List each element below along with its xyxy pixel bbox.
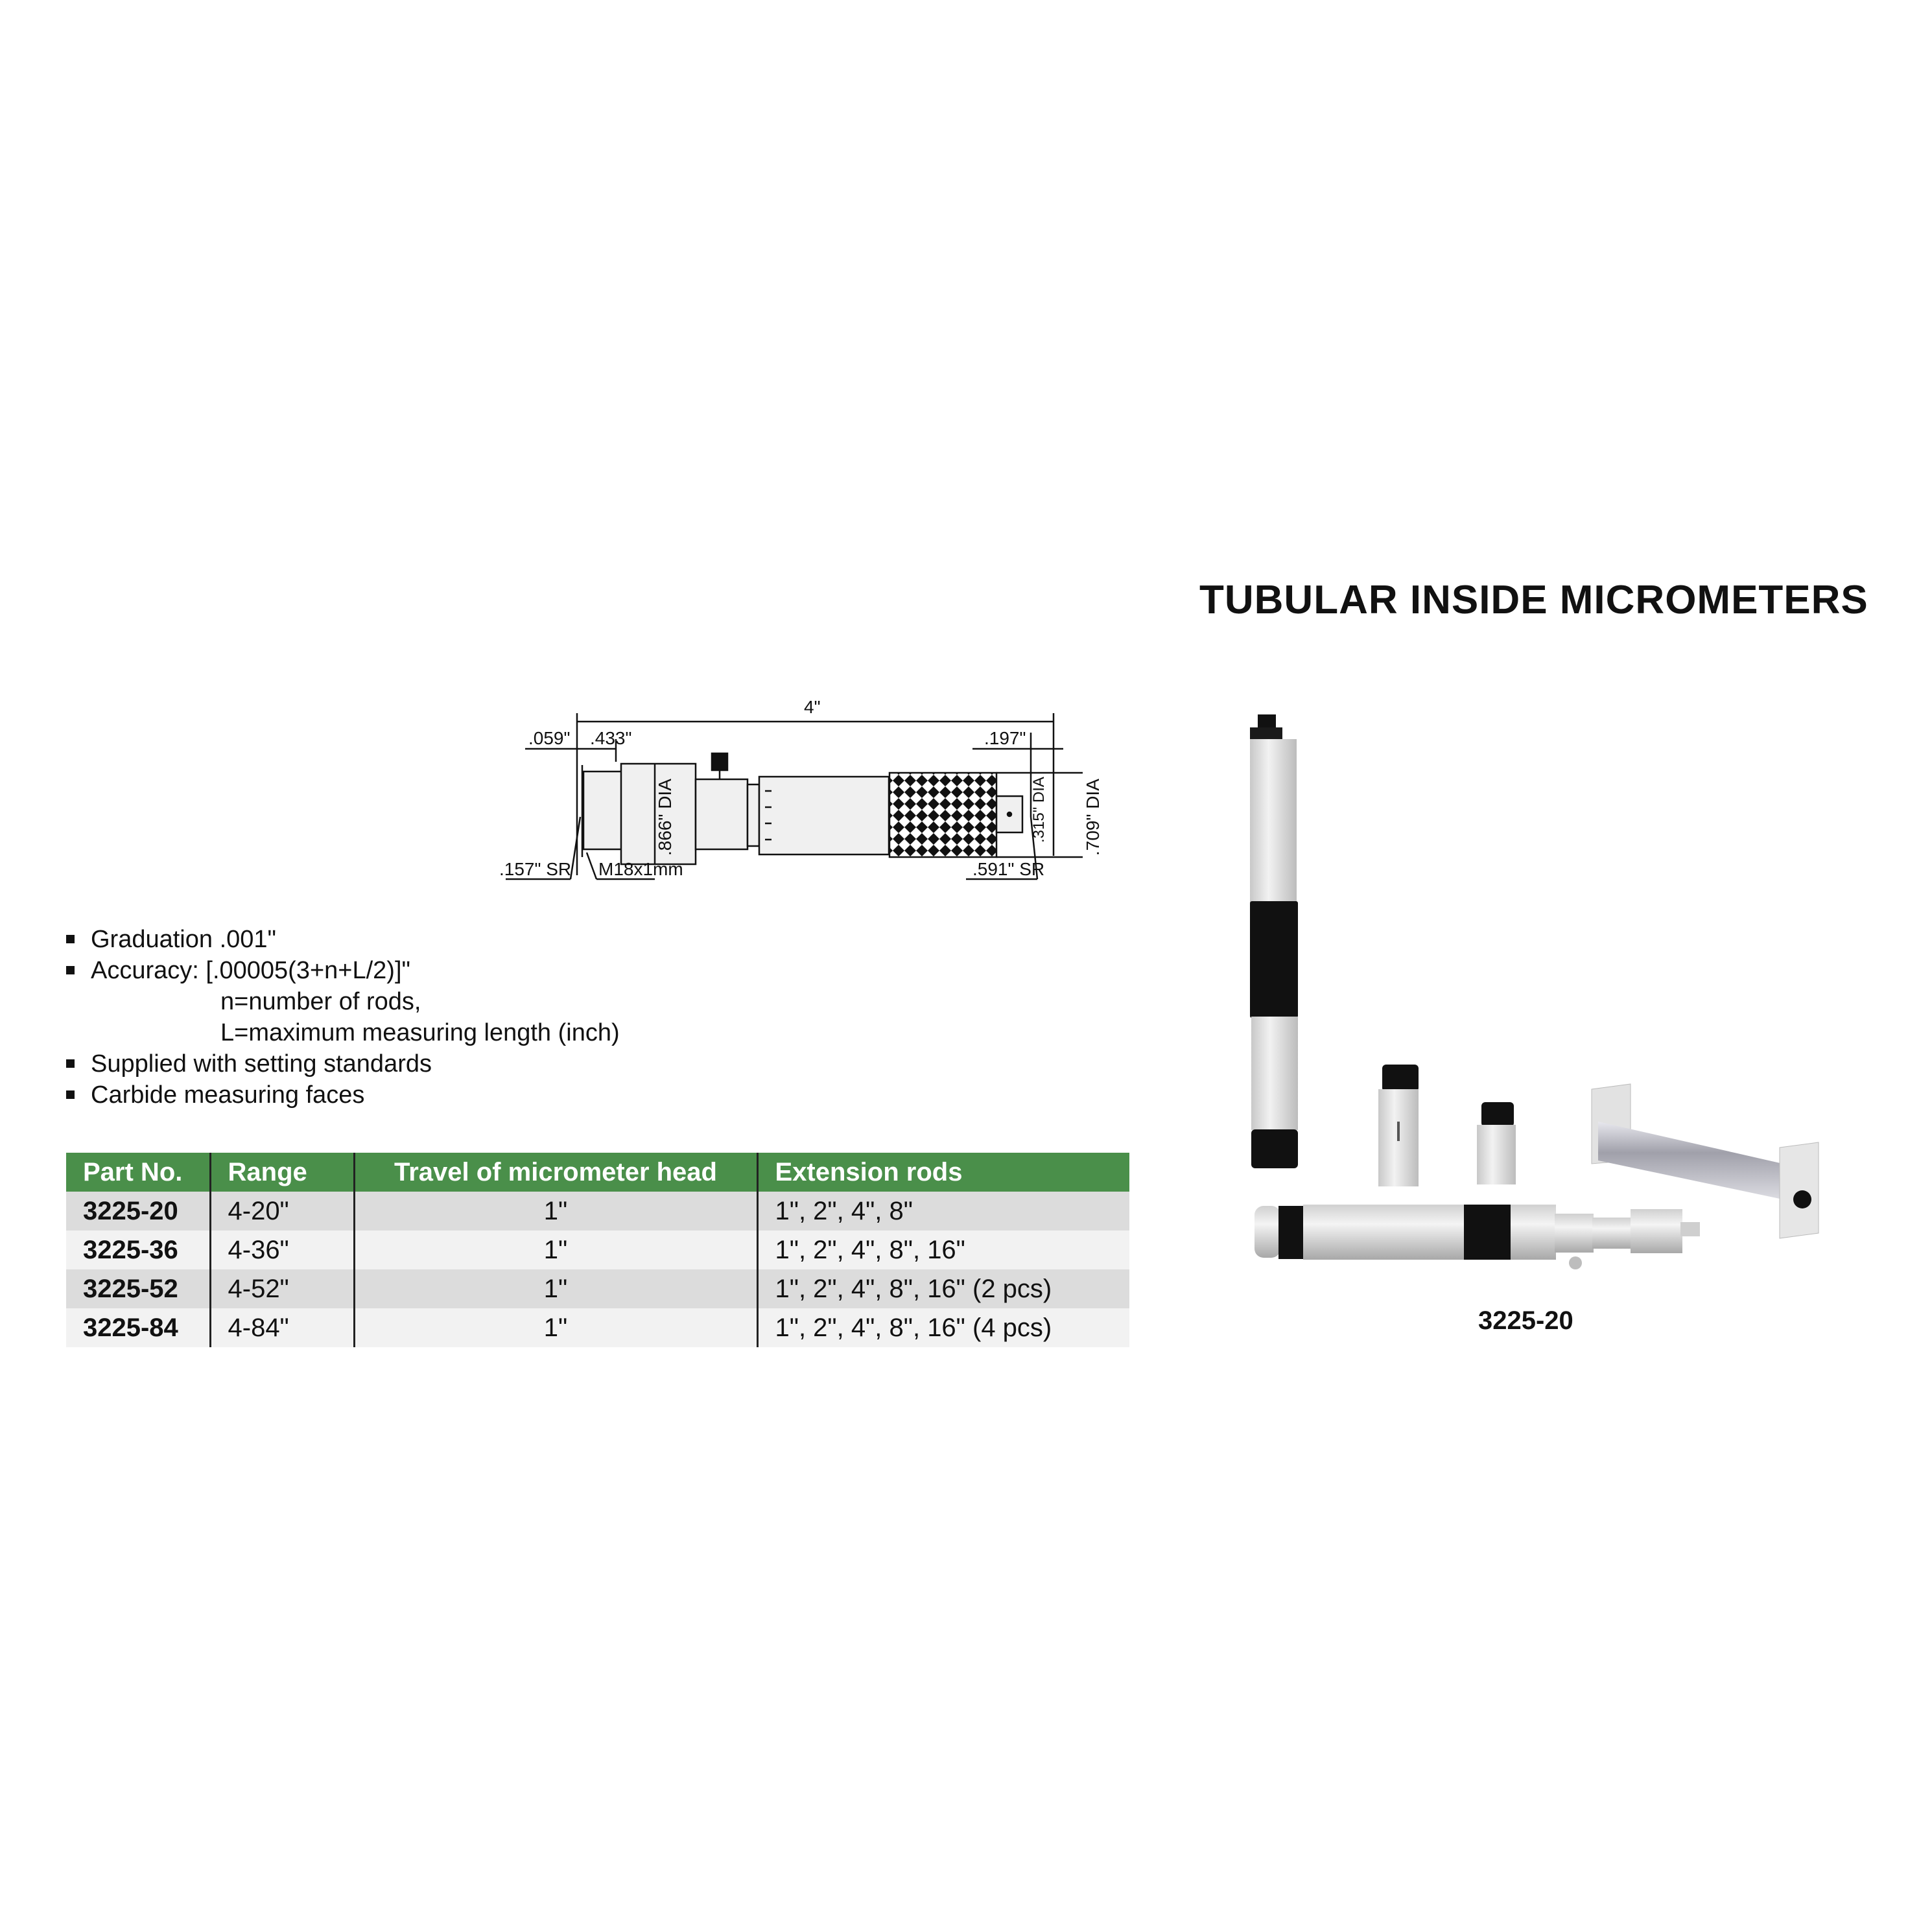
setting-standard bbox=[1591, 1083, 1819, 1239]
feature-item: Graduation .001" bbox=[65, 924, 620, 955]
dim-left-face: .059" bbox=[528, 728, 570, 748]
dim-right-offset: .197" bbox=[984, 728, 1026, 748]
table-row: 3225-20 4-20" 1" 1", 2", 4", 8" bbox=[66, 1192, 1129, 1231]
col-header-part: Part No. bbox=[66, 1153, 210, 1192]
feature-subitem: L=maximum measuring length (inch) bbox=[220, 1019, 620, 1046]
feature-item: Carbide measuring faces bbox=[65, 1079, 620, 1111]
dim-body-dia: .866" DIA bbox=[655, 779, 675, 856]
table-row: 3225-36 4-36" 1" 1", 2", 4", 8", 16" bbox=[66, 1231, 1129, 1269]
dim-tip-dia: .315" DIA bbox=[1030, 777, 1048, 843]
dim-left-sr: .157" SR bbox=[499, 859, 571, 879]
col-header-rods: Extension rods bbox=[756, 1153, 1129, 1192]
table-row: 3225-84 4-84" 1" 1", 2", 4", 8", 16" (4 … bbox=[66, 1308, 1129, 1347]
extension-rod-long bbox=[1250, 714, 1298, 1168]
bullet-icon bbox=[66, 935, 75, 943]
dim-right-sr: .591" SR bbox=[972, 859, 1044, 879]
col-header-travel: Travel of micrometer head bbox=[353, 1153, 757, 1192]
bullet-icon bbox=[66, 1059, 75, 1068]
col-header-range: Range bbox=[209, 1153, 354, 1192]
dim-thread: M18x1mm bbox=[598, 859, 683, 879]
dim-thimble-dia: .709" DIA bbox=[1083, 779, 1103, 856]
table-header: Part No. Range Travel of micrometer head… bbox=[66, 1153, 1129, 1192]
micrometer-head-assembly bbox=[1255, 1205, 1700, 1269]
table-row: 3225-52 4-52" 1" 1", 2", 4", 8", 16" (2 … bbox=[66, 1269, 1129, 1308]
dim-overall: 4" bbox=[804, 697, 821, 717]
dim-thread-len: .433" bbox=[590, 728, 631, 748]
product-photo bbox=[1250, 714, 1819, 1269]
bullet-icon bbox=[66, 1090, 75, 1099]
spec-table: Part No. Range Travel of micrometer head… bbox=[66, 1153, 1129, 1347]
extension-rod-short bbox=[1477, 1102, 1516, 1184]
feature-item: Supplied with setting standards bbox=[65, 1048, 620, 1079]
feature-subitem: n=number of rods, bbox=[220, 988, 421, 1015]
bullet-icon bbox=[66, 966, 75, 974]
extension-rod-medium bbox=[1378, 1065, 1419, 1186]
photo-caption: 3225-20 bbox=[1478, 1306, 1573, 1335]
micrometer-head-drawing: 4" .059" .433" .197" .157" SR M18x1mm .5… bbox=[499, 697, 1103, 880]
feature-list: Graduation .001" Accuracy: [.00005(3+n+L… bbox=[65, 924, 620, 1111]
feature-item: Accuracy: [.00005(3+n+L/2)]" bbox=[65, 955, 620, 986]
page-title: TUBULAR INSIDE MICROMETERS bbox=[1199, 578, 1868, 622]
